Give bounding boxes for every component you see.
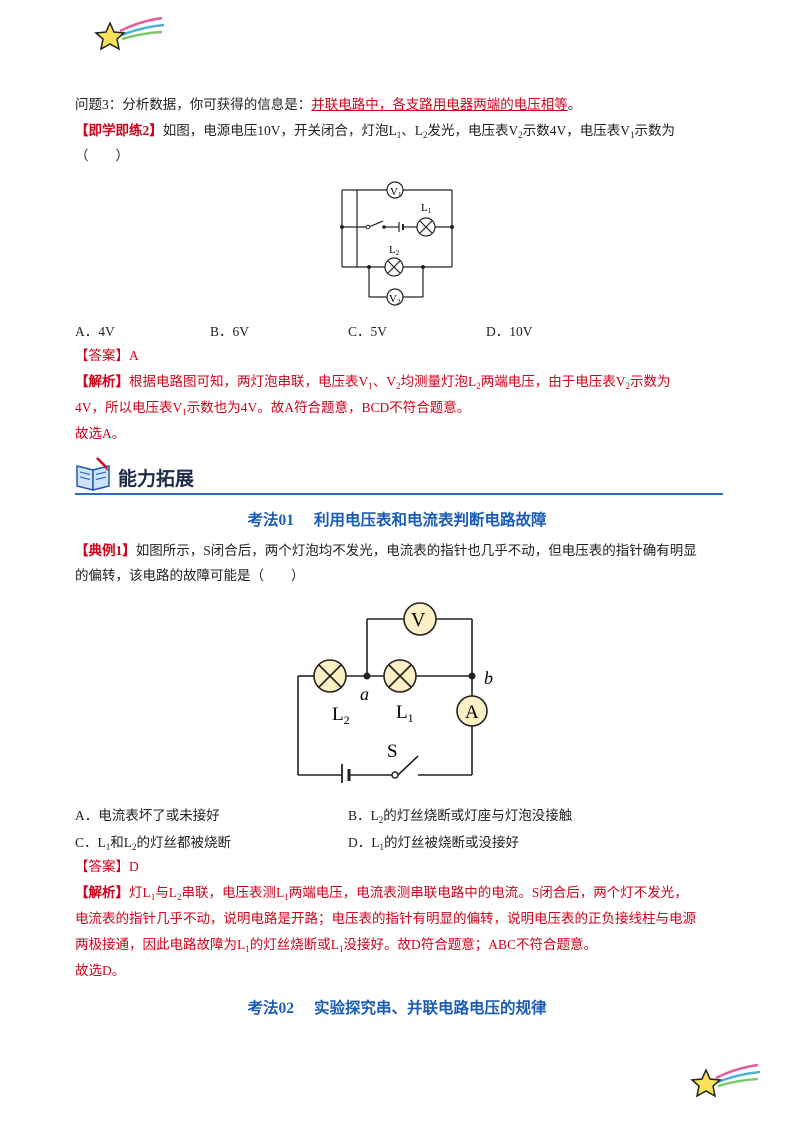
question-3: 问题3：分析数据，你可获得的信息是：并联电路中，各支路用电器两端的电压相等。 [75,97,582,112]
example-1-option-d[interactable]: D．L1的灯丝被烧断或没接好 [348,835,519,852]
example-1-stem: 【典例1】如图所示，S闭合后，两个灯泡均不发光，电流表的指针也几乎不动，但电压表… [75,543,697,558]
practice-2-analysis: 【解析】根据电路图可知，两灯泡串联，电压表V1、V2均测量灯泡L2两端电压，由于… [75,374,671,391]
example-1-answer: 【答案】D [75,859,139,874]
v2-label: V2 [389,293,401,306]
v1-label: V1 [390,186,402,199]
practice-2-analysis-cont: 4V，所以电压表V1示数也为4V。故A符合题意，BCD不符合题意。 [75,400,471,417]
practice-2-conclusion: 故选A。 [75,426,126,441]
practice-2-option-b[interactable]: B．6V [210,324,250,339]
section-divider [75,493,723,495]
lamp-l2 [313,659,347,693]
example-1-analysis-3: 两极接通，因此电路故障为L1的灯丝烧断或L1没接好。故D符合题意；ABC不符合题… [75,937,598,954]
example-1-option-b[interactable]: B．L2的灯丝烧断或灯座与灯泡没接触 [348,808,573,825]
example-1-analysis-2: 电流表的指针几乎不动，说明电路是开路；电压表的指针有明显的偏转，说明电压表的正负… [75,911,696,926]
l1-label: L1 [396,702,414,725]
book-icon [76,457,110,491]
switch-label: S [387,741,398,762]
circuit-diagram-1: V1 L1 L2 V2 [340,181,454,306]
practice-2-paren: （ ） [75,148,129,163]
example-1-option-a[interactable]: A．电流表坏了或未接好 [75,808,220,823]
example-1-option-c[interactable]: C．L1和L2的灯丝都被烧断 [75,835,232,852]
point-b-label: b [484,668,493,688]
l2-label: L2 [389,244,400,257]
l2-label: L2 [332,704,350,727]
lamp-l1 [383,659,417,693]
practice-2-stem: 【即学即练2】如图，电源电压10V，开关闭合，灯泡L1、L2发光，电压表V2示数… [75,123,675,140]
shooting-star-icon [690,1063,761,1098]
practice-2-option-d[interactable]: D．10V [486,324,533,339]
ammeter-label: A [465,702,479,723]
section-title: 能力拓展 [118,469,195,490]
shooting-star-icon [94,16,165,51]
practice-2-answer: 【答案】A [75,348,139,363]
circuit-diagram-2: V A a b L2 L1 S [297,602,493,783]
example-1-conclusion: 故选D。 [75,963,126,978]
example-1-analysis: 【解析】灯L1与L2串联，电压表测L1两端电压，电流表测串联电路中的电流。S闭合… [75,885,688,902]
l1-label: L1 [421,202,432,215]
voltmeter-label: V [411,609,426,631]
practice-2-option-c[interactable]: C．5V [348,324,388,339]
point-a-label: a [360,684,369,704]
practice-2-option-a[interactable]: A．4V [75,324,115,339]
example-1-stem-cont: 的偏转，该电路的故障可能是（ ） [75,568,305,583]
